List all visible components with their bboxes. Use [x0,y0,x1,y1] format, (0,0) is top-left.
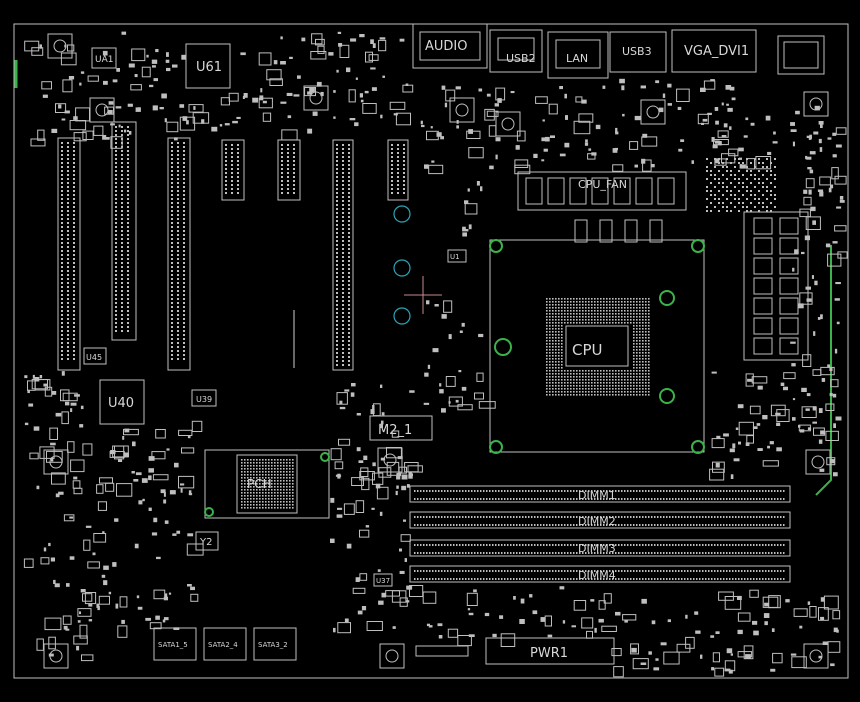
dimm-slot-2 [409,511,791,529]
m2-slot [369,415,433,441]
m2-label: M2_1 [378,423,412,438]
pch-footprint [204,449,330,519]
cpu-land-grid [546,298,650,396]
u1-label: U1 [450,253,460,261]
chip-u1 [447,249,467,263]
dimm-slots [409,485,791,583]
chip-u37 [373,573,393,587]
dimm-pin-rows [414,490,785,580]
origin-crosshair [404,276,442,314]
rear-io: AUDIO USB2 LAN USB3 VGA_DVI1 [412,23,825,79]
u45-label: U45 [86,353,102,362]
ua1-label: UA1 [95,55,113,65]
dimm2-label: DIMM2 [578,515,616,528]
smd-components [23,31,848,678]
slot-pin-rows [61,126,405,366]
pwr-label: PWR1 [530,646,568,661]
u61-label: U61 [196,60,222,75]
u39-label: U39 [196,395,212,404]
vrm-right [743,211,809,361]
y2-label: Y2 [199,537,212,548]
usb2-connector [489,29,543,73]
usb3-label: USB3 [622,45,652,58]
vrm-components [525,158,799,355]
usb3-connector [609,31,667,73]
sata2-label: SATA2_4 [208,641,238,649]
pcie-slot-6 [332,139,354,371]
vga-label: VGA_DVI1 [684,44,749,59]
u40-label: U40 [108,396,134,411]
pcie-slots [57,121,409,371]
pch-mount-hole [320,452,330,462]
pch-die [236,454,298,514]
chip-u39 [191,389,217,407]
crystal-y2 [195,531,219,551]
pcie-slot-1 [57,137,81,371]
board-outline [13,23,849,679]
pch-label: PCH [247,477,272,491]
atx-power-connector [485,637,615,665]
pcie-slot-7 [387,139,409,201]
chip-u40 [99,379,145,425]
audio-connector [412,23,488,69]
audio-label: AUDIO [425,39,468,54]
sata3-label: SATA3_2 [258,641,288,649]
dimm4-label: DIMM4 [578,569,616,582]
usb2-label: USB2 [506,52,536,65]
dimm-slot-1 [409,485,791,503]
pcie-slot-4 [221,139,245,201]
sata-port-3 [253,627,297,661]
dimm3-label: DIMM3 [578,542,616,555]
sata-port-2 [203,627,247,661]
edge-trace [815,245,832,496]
pcie-slot-3 [167,137,191,371]
ps2-connector [777,35,825,75]
standoff-pads [43,33,831,669]
dimm-slot-4 [409,565,791,583]
lan-connector [547,31,609,79]
via-rings [393,205,411,325]
pch-mount-hole [204,507,214,517]
chip-ua1 [91,47,117,69]
dimm1-label: DIMM1 [578,489,616,502]
vga-dvi-connector [671,29,757,73]
cpu-socket [489,239,705,453]
sata1-label: SATA1_5 [158,641,188,649]
chip-u61 [185,43,231,89]
cpu-center-cavity [565,325,629,367]
cpu-mount-holes [489,239,705,454]
cpu-label: CPU [572,341,603,359]
pch-ball-grid [241,459,294,509]
pcie-slot-2 [111,121,137,341]
vrm-top [517,171,687,211]
dimm-slot-3 [409,539,791,557]
front-panel-header [415,645,469,657]
u37-label: U37 [376,577,390,585]
lan-label: LAN [566,52,588,65]
chip-u45 [83,347,107,365]
cpu-fan-label: CPU_FAN [578,178,627,191]
